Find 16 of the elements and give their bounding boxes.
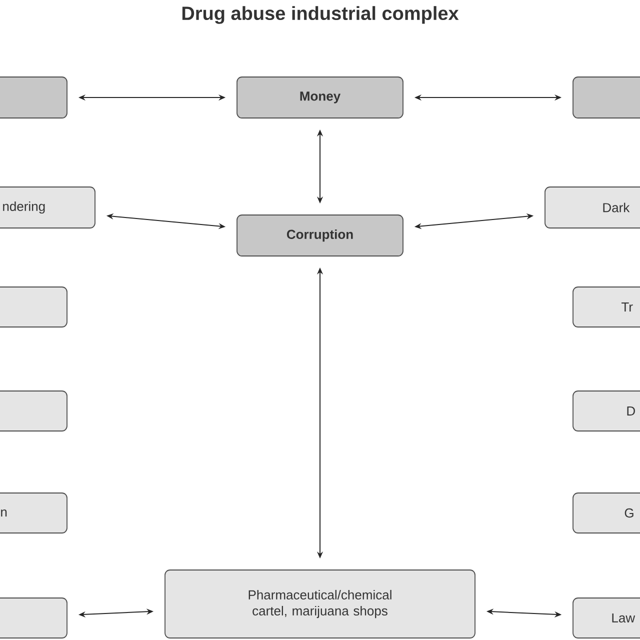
process-box: Pharmaceutical/chemical cartel, marijuana shops [164,570,476,638]
process-box: Dark [544,186,640,228]
process-box: ndering [0,186,96,228]
process-box: n [0,492,68,534]
process-box: D [572,390,640,432]
process-box: Law [572,598,640,638]
process-box: Corruption [236,214,404,256]
title: Drug abuse industrial complex [182,6,459,24]
empty-box [0,76,68,118]
process-box: G [572,492,640,534]
empty-box [0,598,68,638]
empty-box [572,76,640,118]
process-box: Tr [572,286,640,328]
empty-box [0,286,68,328]
empty-box [0,390,68,432]
process-box: Money [236,76,404,118]
